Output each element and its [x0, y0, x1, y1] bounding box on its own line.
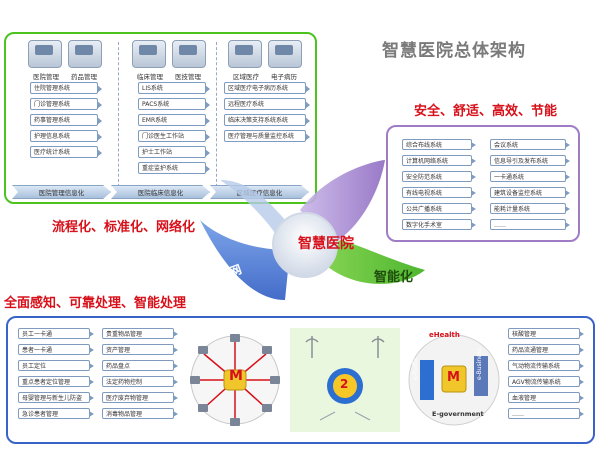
- blade-iot: [200, 220, 290, 300]
- system-item[interactable]: EMR系统: [138, 114, 210, 126]
- system-item[interactable]: 建筑设备监控系统: [490, 187, 570, 198]
- system-item[interactable]: 员工一卡通: [18, 328, 94, 339]
- blade-intelligent: [320, 240, 425, 284]
- system-item[interactable]: 住院管理系统: [30, 82, 102, 94]
- emr-icon: [268, 40, 302, 68]
- number-two: 2: [340, 377, 349, 391]
- system-list-management: 住院管理系统 门诊管理系统 药事管理系统 护理信息系统 医疗统计系统: [30, 82, 102, 162]
- system-item[interactable]: 会议系统: [490, 139, 570, 150]
- slogan-perception: 全面感知、可靠处理、智能处理: [4, 296, 187, 311]
- system-item[interactable]: 安全防范系统: [402, 171, 476, 182]
- page-title: 智慧医院总体架构: [382, 41, 526, 61]
- iot-panel: 员工一卡通 患者一卡通 员工定位 重点患者定位管理 母婴管理与新生儿防盗 急诊患…: [6, 316, 595, 444]
- system-item[interactable]: 急诊患者管理: [18, 408, 94, 419]
- imaging-icon: [172, 40, 206, 68]
- system-item[interactable]: 药品流通管理: [508, 344, 584, 355]
- system-item[interactable]: 远程医疗系统: [224, 98, 310, 110]
- device-hub: [190, 334, 280, 426]
- system-item[interactable]: 医疗管理与质量监控系统: [224, 130, 310, 142]
- blade-label-informatization: 信息化: [330, 152, 367, 166]
- system-item[interactable]: 门诊管理系统: [30, 98, 102, 110]
- dept-column-management: 医院管理 药品管理: [20, 38, 110, 81]
- system-item[interactable]: 重症监护系统: [138, 162, 210, 174]
- bar-segment[interactable]: 医院管理信息化: [12, 185, 111, 199]
- informatization-panel: 医院管理 药品管理 住院管理系统 门诊管理系统 药事管理系统 护理信息系统 医疗统…: [4, 32, 317, 204]
- blade-label-intelligent: 智能化: [374, 270, 414, 285]
- system-item[interactable]: 区域医疗电子病历系统: [224, 82, 310, 94]
- dept-label: 医技管理: [175, 73, 201, 81]
- system-item[interactable]: 药事管理系统: [30, 114, 102, 126]
- ehealth-label: eHealth: [429, 331, 460, 339]
- center-circle: [272, 212, 338, 278]
- slogan-safety: 安全、舒适、高效、节能: [414, 104, 558, 119]
- system-item[interactable]: PACS系统: [138, 98, 210, 110]
- system-item[interactable]: 公共广播系统: [402, 203, 476, 214]
- divider: [216, 42, 218, 192]
- pinwheel-diagram: [200, 160, 425, 300]
- system-item[interactable]: 综合布线系统: [402, 139, 476, 150]
- system-item[interactable]: 临床决策支持系统系统: [224, 114, 310, 126]
- dept-column-clinical: 临床管理 医技管理: [124, 38, 214, 81]
- system-item[interactable]: LIS系统: [138, 82, 210, 94]
- bar-segment[interactable]: 医院临床信息化: [111, 185, 210, 199]
- system-item[interactable]: 有线电视系统: [402, 187, 476, 198]
- system-item[interactable]: 重点患者定位管理: [18, 376, 94, 387]
- system-list-regional: 区域医疗电子病历系统 远程医疗系统 临床决策支持系统系统 医疗管理与质量监控系统: [224, 82, 310, 146]
- m-letter: M: [229, 368, 243, 384]
- dept-label: 医院管理: [33, 73, 59, 81]
- dept-label: 药品管理: [71, 73, 97, 81]
- m-letter-egov: M: [447, 370, 460, 385]
- system-item[interactable]: 员工定位: [18, 360, 94, 371]
- regional-icon: [228, 40, 262, 68]
- system-item[interactable]: 护理信息系统: [30, 130, 102, 142]
- clinical-icon: [132, 40, 166, 68]
- signal-tower-illustration: [290, 328, 400, 432]
- system-item[interactable]: 贵重物品管理: [102, 328, 178, 339]
- workstation-icon: [28, 40, 62, 68]
- dept-label: 电子病历: [271, 73, 297, 81]
- ebusiness-label: e-Business: [476, 347, 483, 380]
- center-label: 智慧医院: [298, 236, 354, 252]
- system-item[interactable]: 消毒物品管理: [102, 408, 178, 419]
- egov-label: E-government: [432, 410, 484, 418]
- dept-column-regional: 区域医疗 电子病历: [220, 38, 310, 81]
- system-item[interactable]: ……: [490, 219, 570, 230]
- system-item[interactable]: AGV物流传输系统: [508, 376, 584, 387]
- pharmacy-icon: [68, 40, 102, 68]
- system-item[interactable]: 护士工作站: [138, 146, 210, 158]
- system-item[interactable]: 能耗计量系统: [490, 203, 570, 214]
- system-item[interactable]: 患者一卡通: [18, 344, 94, 355]
- system-item[interactable]: 药品盘点: [102, 360, 178, 371]
- system-item[interactable]: 资产管理: [102, 344, 178, 355]
- etraffic-label: e-Traffic: [412, 356, 419, 380]
- system-item[interactable]: 医疗统计系统: [30, 146, 102, 158]
- system-list-clinical: LIS系统 PACS系统 EMR系统 门诊医生工作站 护士工作站 重症监护系统: [138, 82, 210, 178]
- dept-label: 临床管理: [137, 73, 163, 81]
- system-item[interactable]: 母婴管理与新生儿防盗: [18, 392, 94, 403]
- intelligent-panel: 综合布线系统 计算机网络系统 安全防范系统 有线电视系统 公共广播系统 数字化手…: [386, 125, 580, 242]
- system-item[interactable]: 气动物流传输系统: [508, 360, 584, 371]
- dept-label: 区域医疗: [233, 73, 259, 81]
- system-item[interactable]: 核酸管理: [508, 328, 584, 339]
- divider: [118, 42, 120, 192]
- system-item[interactable]: 一卡通系统: [490, 171, 570, 182]
- system-item[interactable]: 门诊医生工作站: [138, 130, 210, 142]
- system-item[interactable]: 计算机网络系统: [402, 155, 476, 166]
- system-item[interactable]: 法定药物控制: [102, 376, 178, 387]
- informatization-bar: 医院管理信息化 医院临床信息化 区域医疗信息化: [12, 185, 309, 199]
- system-item[interactable]: 数字化手术室: [402, 219, 476, 230]
- system-item[interactable]: 信息导引及发布系统: [490, 155, 570, 166]
- system-item[interactable]: 血液管理: [508, 392, 584, 403]
- system-item[interactable]: 医疗废弃物管理: [102, 392, 178, 403]
- slogan-process: 流程化、标准化、网络化: [52, 220, 196, 235]
- system-item[interactable]: ……: [508, 408, 584, 419]
- egov-illustration: [408, 334, 500, 426]
